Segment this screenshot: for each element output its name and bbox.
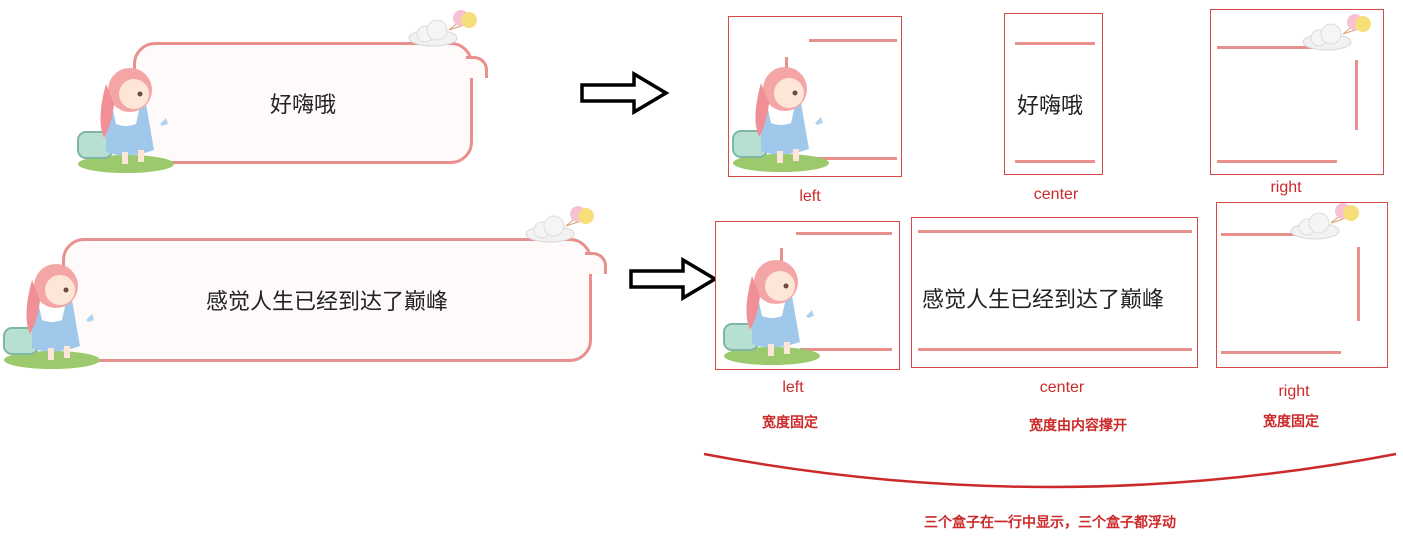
label-right-top: right (1270, 179, 1302, 196)
slice-left-bottom (715, 221, 900, 370)
slice-text-center-top: 好嗨哦 (1017, 94, 1084, 119)
slice-left-top (728, 16, 902, 177)
cloud-balloon-icon (1302, 13, 1371, 51)
label-right-bottom: right (1278, 383, 1310, 400)
cloud-balloon-icon (525, 205, 594, 243)
girl-illustration (3, 263, 101, 370)
bubble-text-bottom: 感觉人生已经到达了巅峰 (205, 290, 448, 315)
bubble-text-top: 好嗨哦 (269, 93, 336, 118)
note-left-fixed-width: 宽度固定 (762, 415, 818, 431)
label-center-top: center (1033, 186, 1079, 203)
right-arrow-icon (629, 258, 717, 300)
slice-right-bottom (1216, 202, 1388, 368)
cloud-balloon-icon (1290, 203, 1359, 240)
grouping-brace-curve (703, 452, 1397, 489)
label-left-bottom: left (782, 379, 804, 396)
note-center-content-width: 宽度由内容撑开 (1029, 418, 1127, 434)
right-arrow-icon (580, 72, 668, 114)
note-right-fixed-width: 宽度固定 (1263, 414, 1319, 430)
girl-illustration (732, 66, 830, 173)
slice-center-bottom: 感觉人生已经到达了巅峰 (911, 217, 1198, 368)
speech-bubble-bottom: 感觉人生已经到达了巅峰 (62, 238, 592, 362)
label-left-top: left (799, 188, 821, 205)
bubble-tail-top (466, 56, 488, 78)
girl-illustration (723, 259, 821, 366)
speech-bubble-top: 好嗨哦 (133, 42, 473, 164)
girl-illustration (77, 67, 175, 174)
slice-center-top: 好嗨哦 (1004, 13, 1103, 175)
slice-text-center-bottom: 感觉人生已经到达了巅峰 (922, 288, 1165, 313)
bubble-tail-bottom (585, 252, 607, 274)
label-center-bottom: center (1039, 379, 1085, 396)
summary-note: 三个盒子在一行中显示，三个盒子都浮动 (924, 515, 1176, 531)
slice-right-top (1210, 9, 1384, 175)
cloud-balloon-icon (408, 9, 477, 47)
